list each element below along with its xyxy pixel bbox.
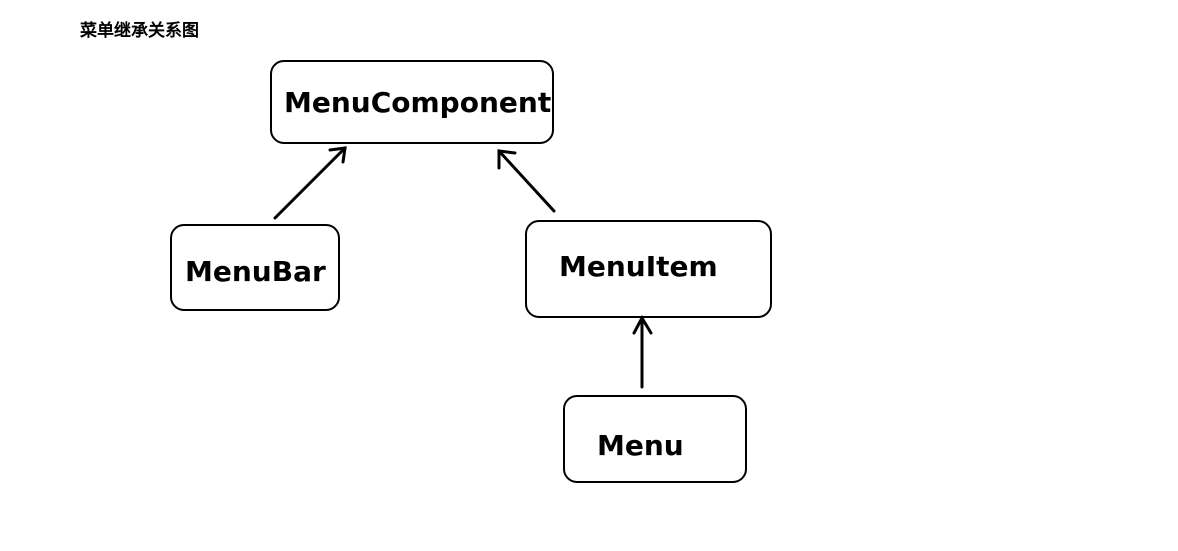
arrow-menu-to-menuitem [632, 314, 653, 389]
menuitem-node: MenuItem [525, 220, 772, 318]
menucomponent-node: MenuComponent [270, 60, 554, 144]
menubar-label: MenuBar [185, 255, 326, 288]
arrow-menubar-to-menucomponent [273, 146, 347, 220]
menubar-node: MenuBar [170, 224, 340, 311]
menuitem-label: MenuItem [559, 250, 718, 283]
diagram-title: 菜单继承关系图 [80, 21, 199, 41]
menu-node: Menu [563, 395, 747, 483]
arrow-menuitem-to-menucomponent [497, 149, 556, 213]
menucomponent-label: MenuComponent [284, 86, 552, 119]
menu-label: Menu [597, 429, 684, 462]
